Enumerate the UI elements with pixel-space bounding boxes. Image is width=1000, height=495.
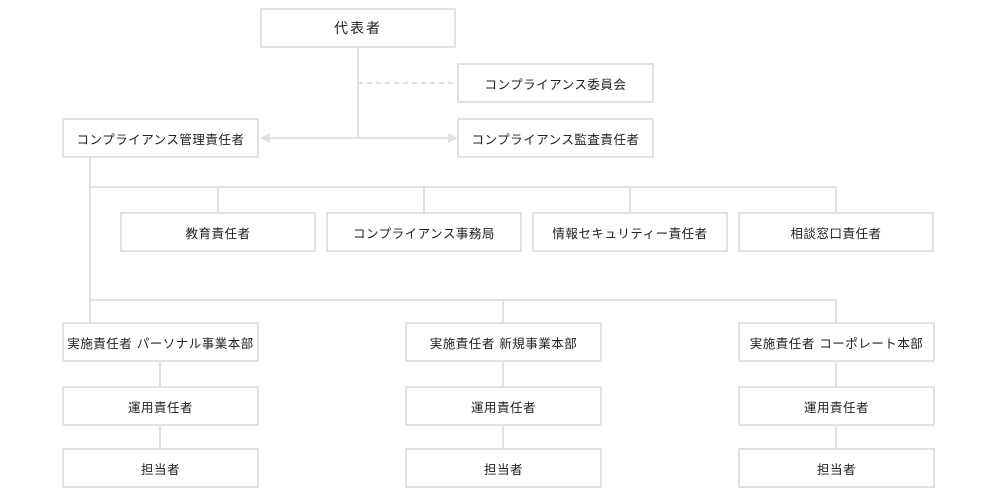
auditor-box: コンプライアンス監査責任者: [457, 118, 654, 158]
division-head-new-business: 実施責任者 新規事業本部: [405, 322, 602, 362]
ops-manager-personal: 運用責任者: [62, 386, 259, 426]
committee-box: コンプライアンス委員会: [457, 63, 654, 103]
ceo-box: 代表者: [260, 8, 456, 48]
manager-box: コンプライアンス管理責任者: [62, 118, 259, 158]
secretariat-box: コンプライアンス事務局: [326, 212, 522, 252]
staff-new-business: 担当者: [405, 448, 602, 488]
staff-personal: 担当者: [62, 448, 259, 488]
division-head-personal: 実施責任者 パーソナル事業本部: [62, 322, 259, 362]
consultation-box: 相談窓口責任者: [738, 212, 934, 252]
ops-manager-new-business: 運用責任者: [405, 386, 602, 426]
education-box: 教育責任者: [120, 212, 316, 252]
staff-corporate: 担当者: [738, 448, 935, 488]
infosec-box: 情報セキュリティー責任者: [532, 212, 728, 252]
ops-manager-corporate: 運用責任者: [738, 386, 935, 426]
division-head-corporate: 実施責任者 コーポレート本部: [738, 322, 935, 362]
